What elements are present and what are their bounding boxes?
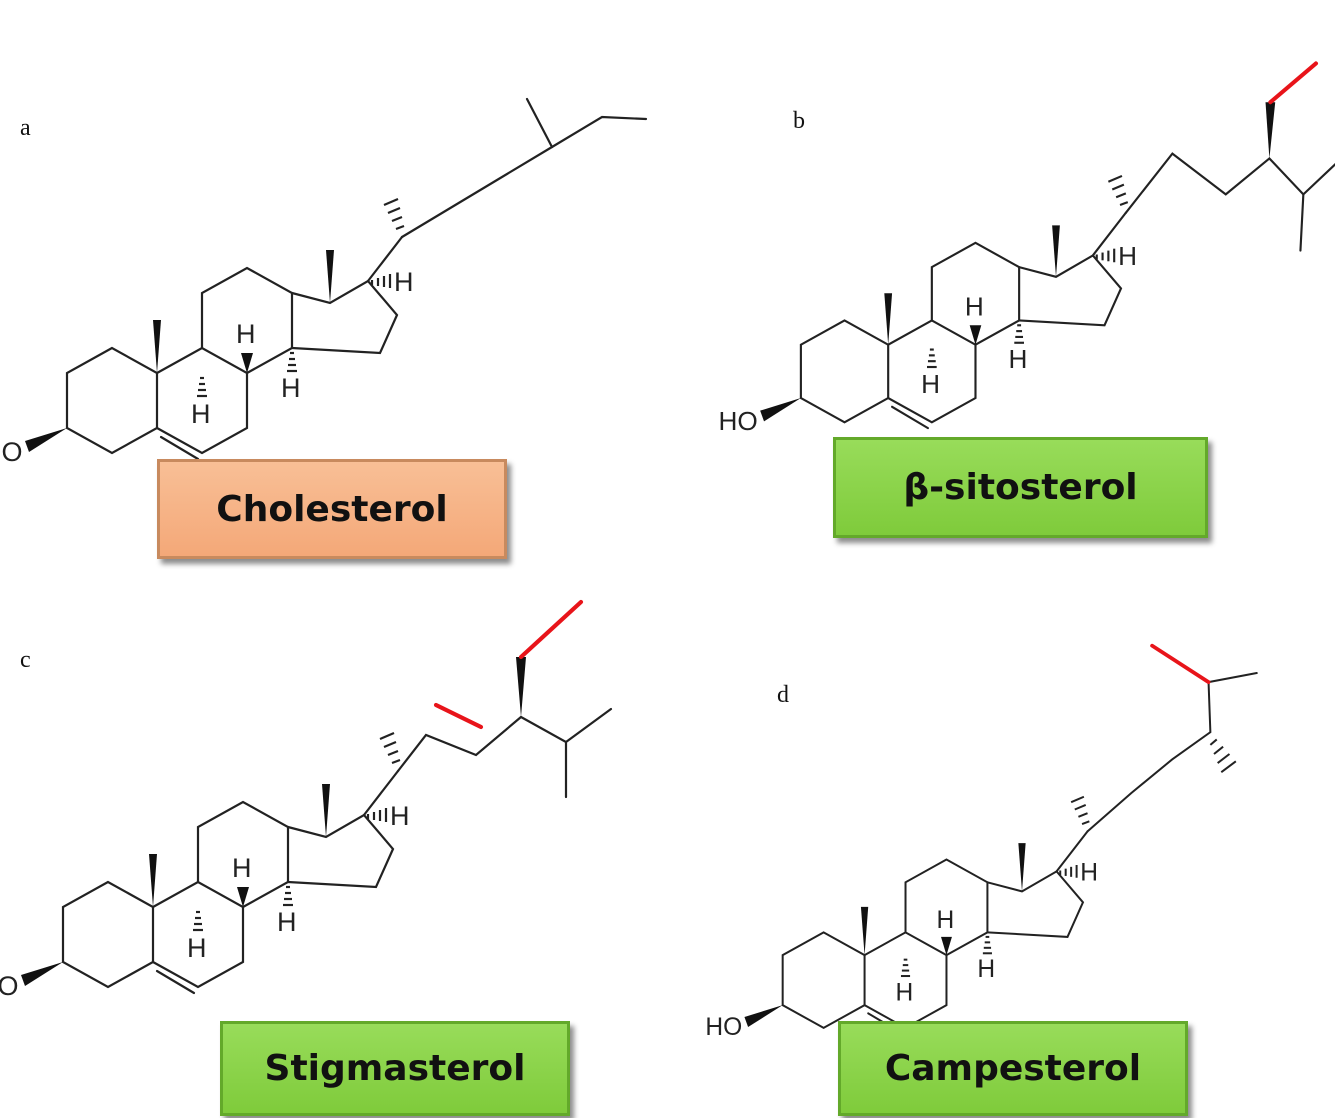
cholesterol-structure bbox=[0, 97, 648, 469]
campesterol-structure bbox=[704, 643, 1258, 1043]
panel-letter-c: c bbox=[20, 647, 31, 673]
name-box-beta-sitosterol: β-sitosterol bbox=[833, 437, 1208, 538]
panel-letter-a: a bbox=[20, 115, 31, 141]
name-box-campesterol: Campesterol bbox=[838, 1021, 1188, 1116]
panel-letter-d: d bbox=[777, 682, 789, 708]
name-box-cholesterol: Cholesterol bbox=[157, 459, 507, 559]
stigmasterol-structure bbox=[0, 599, 613, 1003]
beta-sitosterol-structure bbox=[717, 61, 1335, 438]
panel-letter-b: b bbox=[793, 108, 805, 134]
name-box-stigmasterol: Stigmasterol bbox=[220, 1021, 570, 1116]
